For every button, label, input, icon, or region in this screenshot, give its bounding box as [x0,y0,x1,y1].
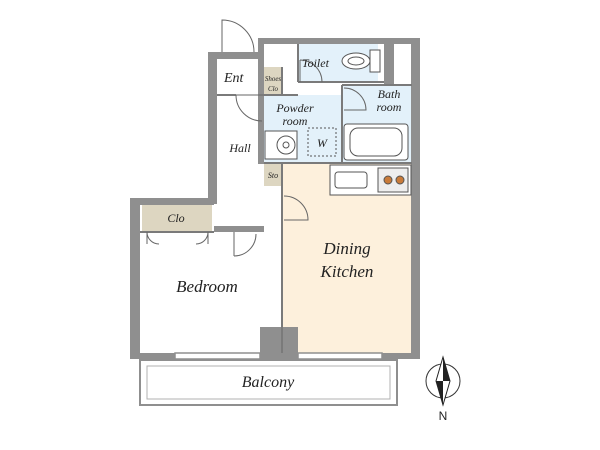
powder-room-door [235,94,264,122]
toilet-door [299,59,323,83]
storage-floor [264,164,282,186]
kitchen-counter [329,164,412,196]
toilet-fixture [341,49,381,73]
closet-door-left [146,231,160,245]
closet-label: Clo [167,211,184,225]
shoe-closet-floor [264,67,282,95]
washer-space [307,127,337,157]
entrance-label: Ent [223,71,245,86]
powder-room-label: Powder [275,101,314,115]
shoe-closet-label: Shoes [265,75,282,83]
doors [146,19,367,257]
balcony-area[interactable] [139,359,398,406]
kitchen-door [283,195,309,221]
balcony-label: Balcony [242,374,295,391]
sink-fixture [264,130,298,160]
balcony-rail [146,365,391,400]
shoe-closet-label-2: Clo [268,85,279,93]
bathroom-door [343,87,367,111]
compass-icon [425,355,461,407]
kitchen-label: Kitchen [320,262,374,281]
bath-room-label: Bath [378,87,401,101]
bedroom-label: Bedroom [176,277,238,296]
interior-walls [140,44,412,353]
closet-floor [142,205,212,231]
compass-north-label: N [439,409,448,423]
toilet-label: Toilet [302,56,330,70]
hall-label: Hall [228,141,251,155]
storage-label: Sto [268,171,278,180]
entrance-door [221,19,255,53]
dining-label: Dining [322,239,370,258]
powder-room-label-2: room [283,114,308,128]
washer-label: W [317,136,328,150]
bathtub-fixture [343,123,409,161]
exterior-walls [130,38,420,360]
bath-room-label-2: room [377,100,402,114]
closet-door-right [195,231,209,245]
bedroom-door [233,232,257,257]
